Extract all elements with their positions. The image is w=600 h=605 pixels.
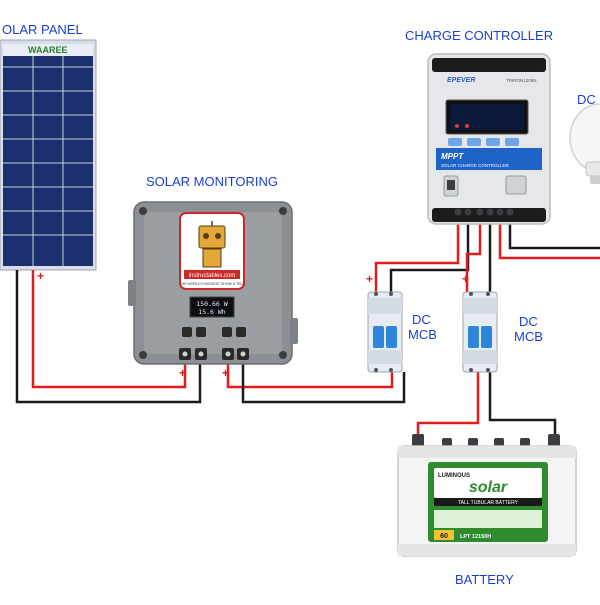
wires-mcb1-controller — [374, 222, 470, 292]
robot-icon — [198, 221, 226, 268]
controller-model: TRIRON1206N — [506, 78, 537, 83]
controller-subtitle: SOLAR CHARGE CONTROLLER — [441, 163, 510, 168]
polarity-plus-mcb1: + — [366, 272, 374, 286]
panel-brand: WAAREE — [28, 45, 68, 55]
battery-warranty: 60 — [440, 533, 448, 540]
wires-panel-monitor — [15, 270, 202, 404]
wires-mcb2-battery — [416, 372, 557, 442]
wires-mcb2-controller — [465, 222, 492, 292]
polarity-plus-panel: + — [37, 269, 45, 283]
controller-badge: MPPT — [441, 152, 464, 161]
polarity-plus-mcb2: + — [462, 272, 470, 286]
sticker-subtext: THE WORLD'S BIGGEST SHOW & TELL — [180, 282, 245, 286]
battery-label: BATTERY — [455, 572, 514, 587]
dc-mcb-2-label-line2: MCB — [514, 329, 543, 344]
dc-load-bulb — [569, 103, 600, 184]
battery-model: LPT 12150H — [460, 534, 491, 540]
dc-mcb-1-label-line2: MCB — [408, 327, 437, 342]
wires-monitor-mcb1 — [226, 360, 406, 404]
solar-monitoring-label: SOLAR MONITORING — [146, 174, 278, 189]
solar-panel-label: OLAR PANEL — [2, 22, 83, 37]
readout-line-1: 150.66 W — [196, 300, 227, 308]
battery-brand: LUMINOUS — [438, 473, 470, 479]
controller-terminals — [454, 208, 514, 216]
dc-mcb-1 — [367, 291, 403, 373]
dc-mcb-2 — [462, 291, 498, 373]
readout-line-2: 15.6 Wh — [198, 308, 225, 316]
dc-mcb-2-label-line1: DC — [519, 314, 538, 329]
battery-tagline: TALL TUBULAR BATTERY — [458, 500, 519, 506]
sticker-text: instructables.com — [189, 273, 236, 279]
solar-panel: WAAREE — [0, 39, 97, 271]
dc-mcb-1-label-line1: DC — [412, 312, 431, 327]
controller-brand: EPEVER — [447, 77, 475, 84]
wires-controller-load — [498, 222, 600, 260]
charge-controller-label: CHARGE CONTROLLER — [405, 28, 554, 43]
battery-product: solar — [469, 479, 508, 496]
monitor-terminals — [179, 348, 249, 360]
polarity-plus-monitor-out: + — [222, 366, 230, 380]
charge-controller: EPEVER TRIRON1206N MPPT SOLAR CHARGE CON… — [427, 53, 551, 225]
polarity-plus-monitor-in: + — [179, 366, 187, 380]
solar-monitoring-box: instructables.com THE WORLD'S BIGGEST SH… — [128, 201, 298, 365]
dc-load-label: DC L — [577, 92, 600, 107]
battery: LUMINOUS solar TALL TUBULAR BATTERY 60 L… — [397, 434, 577, 557]
